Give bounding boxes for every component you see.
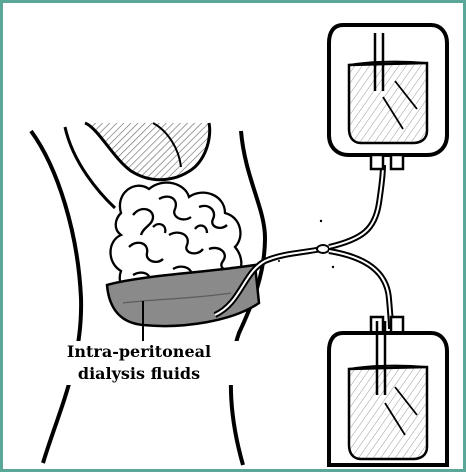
tube-to-top-bag: [329, 165, 383, 247]
upper-organ: [85, 123, 210, 180]
bottom-dialysis-bag: [329, 317, 447, 465]
top-dialysis-bag: [329, 25, 447, 169]
dialysis-illustration: [3, 3, 463, 469]
fluid-label-line-1: Intra-peritoneal: [39, 341, 239, 363]
body-outline-front: [31, 131, 81, 463]
fluid-label-line-2: dialysis fluids: [39, 363, 239, 385]
catheter-connector: [317, 245, 329, 253]
fluid-label: Intra-peritoneal dialysis fluids: [39, 341, 239, 385]
